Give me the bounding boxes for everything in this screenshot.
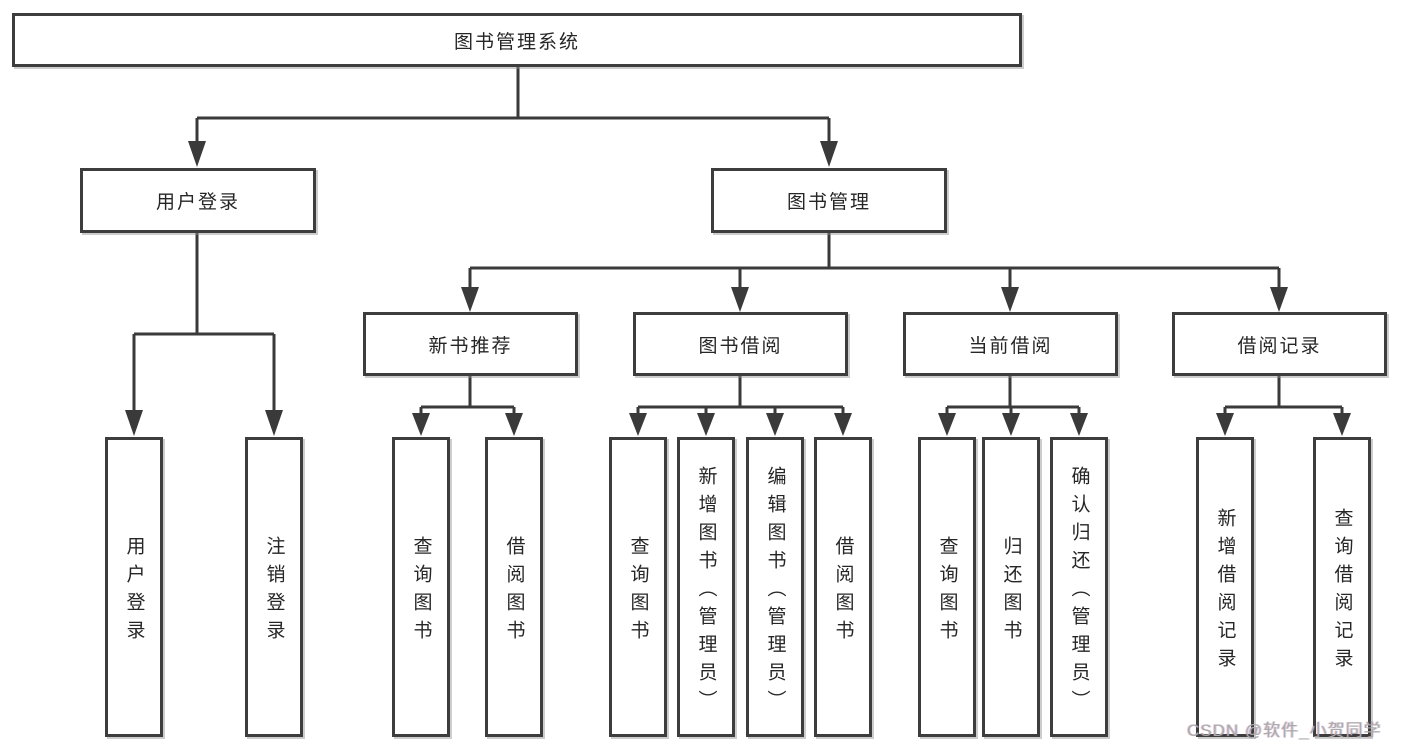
leaf-current-query-books: 查询图书 bbox=[918, 437, 976, 737]
node-label: 用户登录 bbox=[155, 192, 240, 213]
leaf-label: 编辑图书（管理员） bbox=[764, 465, 786, 718]
leaf-records-query-record: 查询借阅记录 bbox=[1313, 437, 1371, 737]
leaf-records-add-record: 新增借阅记录 bbox=[1196, 437, 1254, 737]
leaf-label: 归还图书 bbox=[1000, 535, 1022, 648]
leaf-label: 注销登录 bbox=[263, 535, 285, 648]
leaf-newbooks-query-books: 查询图书 bbox=[392, 437, 450, 737]
node-label: 新书推荐 bbox=[428, 335, 513, 357]
leaf-label: 查询图书 bbox=[627, 535, 649, 648]
leaf-borrowing-borrow-books: 借阅图书 bbox=[814, 437, 872, 737]
node-label: 当前借阅 bbox=[968, 335, 1053, 357]
node-label: 借阅记录 bbox=[1237, 335, 1322, 357]
node-root-system: 图书管理系统 bbox=[12, 13, 1022, 67]
leaf-label: 查询图书 bbox=[410, 535, 432, 648]
edges-current-children bbox=[938, 376, 1088, 436]
node-book-management: 图书管理 bbox=[711, 168, 947, 233]
leaf-borrowing-add-books-admin: 新增图书（管理员） bbox=[677, 437, 735, 737]
node-book-borrowing: 图书借阅 bbox=[633, 312, 848, 376]
leaf-borrowing-edit-books-admin: 编辑图书（管理员） bbox=[746, 437, 804, 737]
node-user-login: 用户登录 bbox=[80, 168, 316, 233]
leaf-label: 借阅图书 bbox=[832, 535, 854, 648]
node-borrow-records: 借阅记录 bbox=[1172, 312, 1387, 376]
leaf-label: 查询借阅记录 bbox=[1331, 507, 1353, 676]
leaf-current-confirm-return-admin: 确认归还（管理员） bbox=[1050, 437, 1108, 737]
leaf-label: 确认归还（管理员） bbox=[1068, 465, 1090, 718]
watermark: CSDN @软件_小贺同学 bbox=[1187, 721, 1382, 740]
node-label: 图书管理 bbox=[786, 192, 871, 213]
edges-records-children bbox=[1216, 376, 1351, 436]
leaf-label: 新增图书（管理员） bbox=[695, 465, 717, 718]
leaf-borrowing-query-books: 查询图书 bbox=[609, 437, 667, 737]
leaf-label: 新增借阅记录 bbox=[1214, 507, 1236, 676]
edges-borrowing-children bbox=[629, 376, 852, 436]
edges-user-login-children bbox=[125, 233, 283, 436]
leaf-newbooks-borrow-books: 借阅图书 bbox=[485, 437, 543, 737]
leaf-label: 用户登录 bbox=[123, 535, 145, 648]
edges-root-to-level2 bbox=[188, 67, 838, 167]
node-current-borrowing: 当前借阅 bbox=[903, 312, 1118, 376]
node-label: 图书管理系统 bbox=[453, 31, 580, 53]
leaf-label: 查询图书 bbox=[936, 535, 958, 648]
leaf-user-login: 用户登录 bbox=[105, 437, 163, 737]
leaf-current-return-books: 归还图书 bbox=[982, 437, 1040, 737]
edges-new-books-children bbox=[412, 376, 523, 436]
node-new-book-recommend: 新书推荐 bbox=[363, 312, 578, 376]
edges-book-mgmt-children bbox=[461, 233, 1288, 312]
leaf-label: 借阅图书 bbox=[503, 535, 525, 648]
leaf-logout-login: 注销登录 bbox=[245, 437, 303, 737]
node-label: 图书借阅 bbox=[698, 335, 783, 357]
